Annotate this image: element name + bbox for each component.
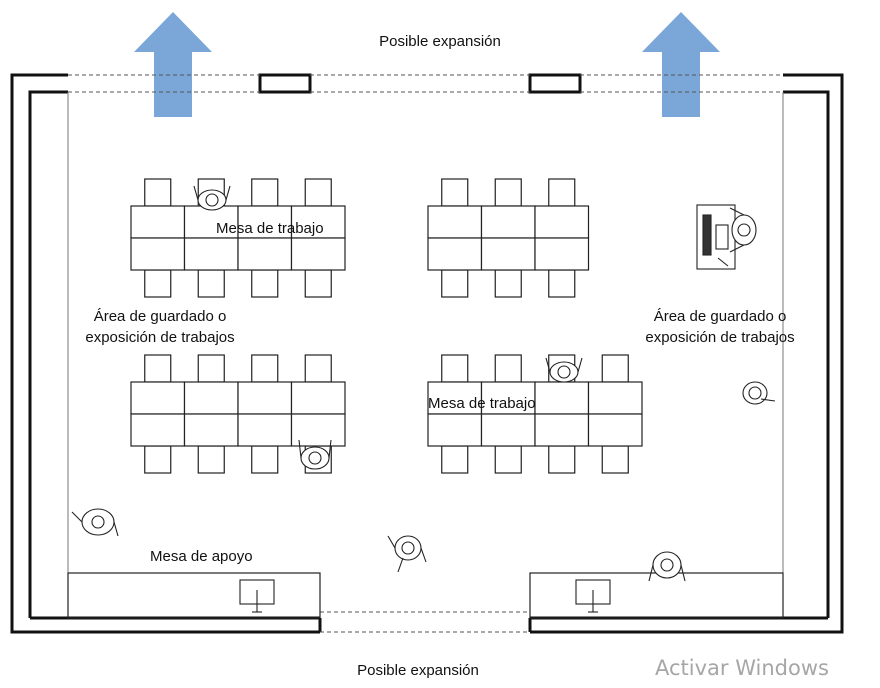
chair xyxy=(144,354,172,383)
table-seat xyxy=(534,205,590,239)
chair xyxy=(494,178,522,207)
table-seat xyxy=(534,413,590,447)
chair xyxy=(144,445,172,474)
support-tables xyxy=(67,572,784,619)
chair xyxy=(304,178,332,207)
table-seat xyxy=(183,413,239,447)
chair xyxy=(494,445,522,474)
chair xyxy=(144,269,172,298)
table-seat xyxy=(587,413,643,447)
person-icon xyxy=(729,207,757,253)
person-icon xyxy=(298,439,332,470)
chair xyxy=(548,178,576,207)
chair xyxy=(251,178,279,207)
computer-icon xyxy=(239,579,275,613)
storage-label-line: Área de guardado o xyxy=(93,308,227,325)
table-seat xyxy=(237,381,293,415)
chair xyxy=(197,269,225,298)
person-icon xyxy=(648,551,686,582)
person-icon xyxy=(742,381,776,405)
person-icon xyxy=(387,535,427,573)
table-seat xyxy=(587,381,643,415)
table-seat xyxy=(427,205,483,239)
work-table-label: Mesa de trabajo xyxy=(428,395,536,412)
expansion-label-bottom: Posible expansión xyxy=(357,662,479,679)
chair xyxy=(548,445,576,474)
storage-area-label: Área de guardado o exposición de trabajo… xyxy=(600,306,840,348)
up-arrow-icon xyxy=(134,12,212,117)
chair xyxy=(441,354,469,383)
chair xyxy=(197,354,225,383)
chair xyxy=(197,445,225,474)
storage-lines xyxy=(67,92,784,612)
chair xyxy=(144,178,172,207)
chair xyxy=(251,269,279,298)
work-table-label: Mesa de trabajo xyxy=(216,220,324,237)
chair xyxy=(494,269,522,298)
chair xyxy=(251,445,279,474)
chair xyxy=(304,354,332,383)
table-seat xyxy=(130,205,186,239)
chair xyxy=(441,269,469,298)
expansion-lines xyxy=(68,74,783,633)
person-icon xyxy=(193,185,231,211)
table-seat xyxy=(237,237,293,271)
table-seat xyxy=(183,237,239,271)
table-seat xyxy=(237,205,293,239)
table-seat xyxy=(130,381,186,415)
table-seat xyxy=(427,381,483,415)
chair xyxy=(304,269,332,298)
support-table-label: Mesa de apoyo xyxy=(150,548,253,565)
storage-label-line: exposición de trabajos xyxy=(85,329,235,346)
activation-watermark: Activar Windows xyxy=(655,656,829,680)
computer-icon xyxy=(575,579,611,613)
chair xyxy=(601,354,629,383)
expansion-label-top: Posible expansión xyxy=(379,33,501,50)
table-seat xyxy=(480,237,536,271)
table-seat xyxy=(237,413,293,447)
table-seat xyxy=(130,413,186,447)
chair xyxy=(601,445,629,474)
table-seat xyxy=(290,205,346,239)
chair xyxy=(441,178,469,207)
table-seat xyxy=(183,381,239,415)
chair xyxy=(441,445,469,474)
chair xyxy=(251,354,279,383)
table-seat xyxy=(290,381,346,415)
table-seat xyxy=(534,381,590,415)
table-seat xyxy=(480,413,536,447)
table-seat xyxy=(130,237,186,271)
table-seat xyxy=(534,237,590,271)
windows xyxy=(258,73,582,94)
storage-label-line: exposición de trabajos xyxy=(645,329,795,346)
storage-area-label: Área de guardado o exposición de trabajo… xyxy=(40,306,280,348)
storage-label-line: Área de guardado o xyxy=(653,308,787,325)
table-seat xyxy=(480,205,536,239)
table-seat xyxy=(427,413,483,447)
computer-icon xyxy=(696,204,736,270)
person-icon xyxy=(71,508,119,537)
walls xyxy=(10,73,844,634)
chair xyxy=(548,269,576,298)
table-seat xyxy=(427,237,483,271)
up-arrow-icon xyxy=(642,12,720,117)
table-seat xyxy=(290,237,346,271)
chair xyxy=(494,354,522,383)
person-icon xyxy=(545,357,583,383)
table-seat xyxy=(290,413,346,447)
